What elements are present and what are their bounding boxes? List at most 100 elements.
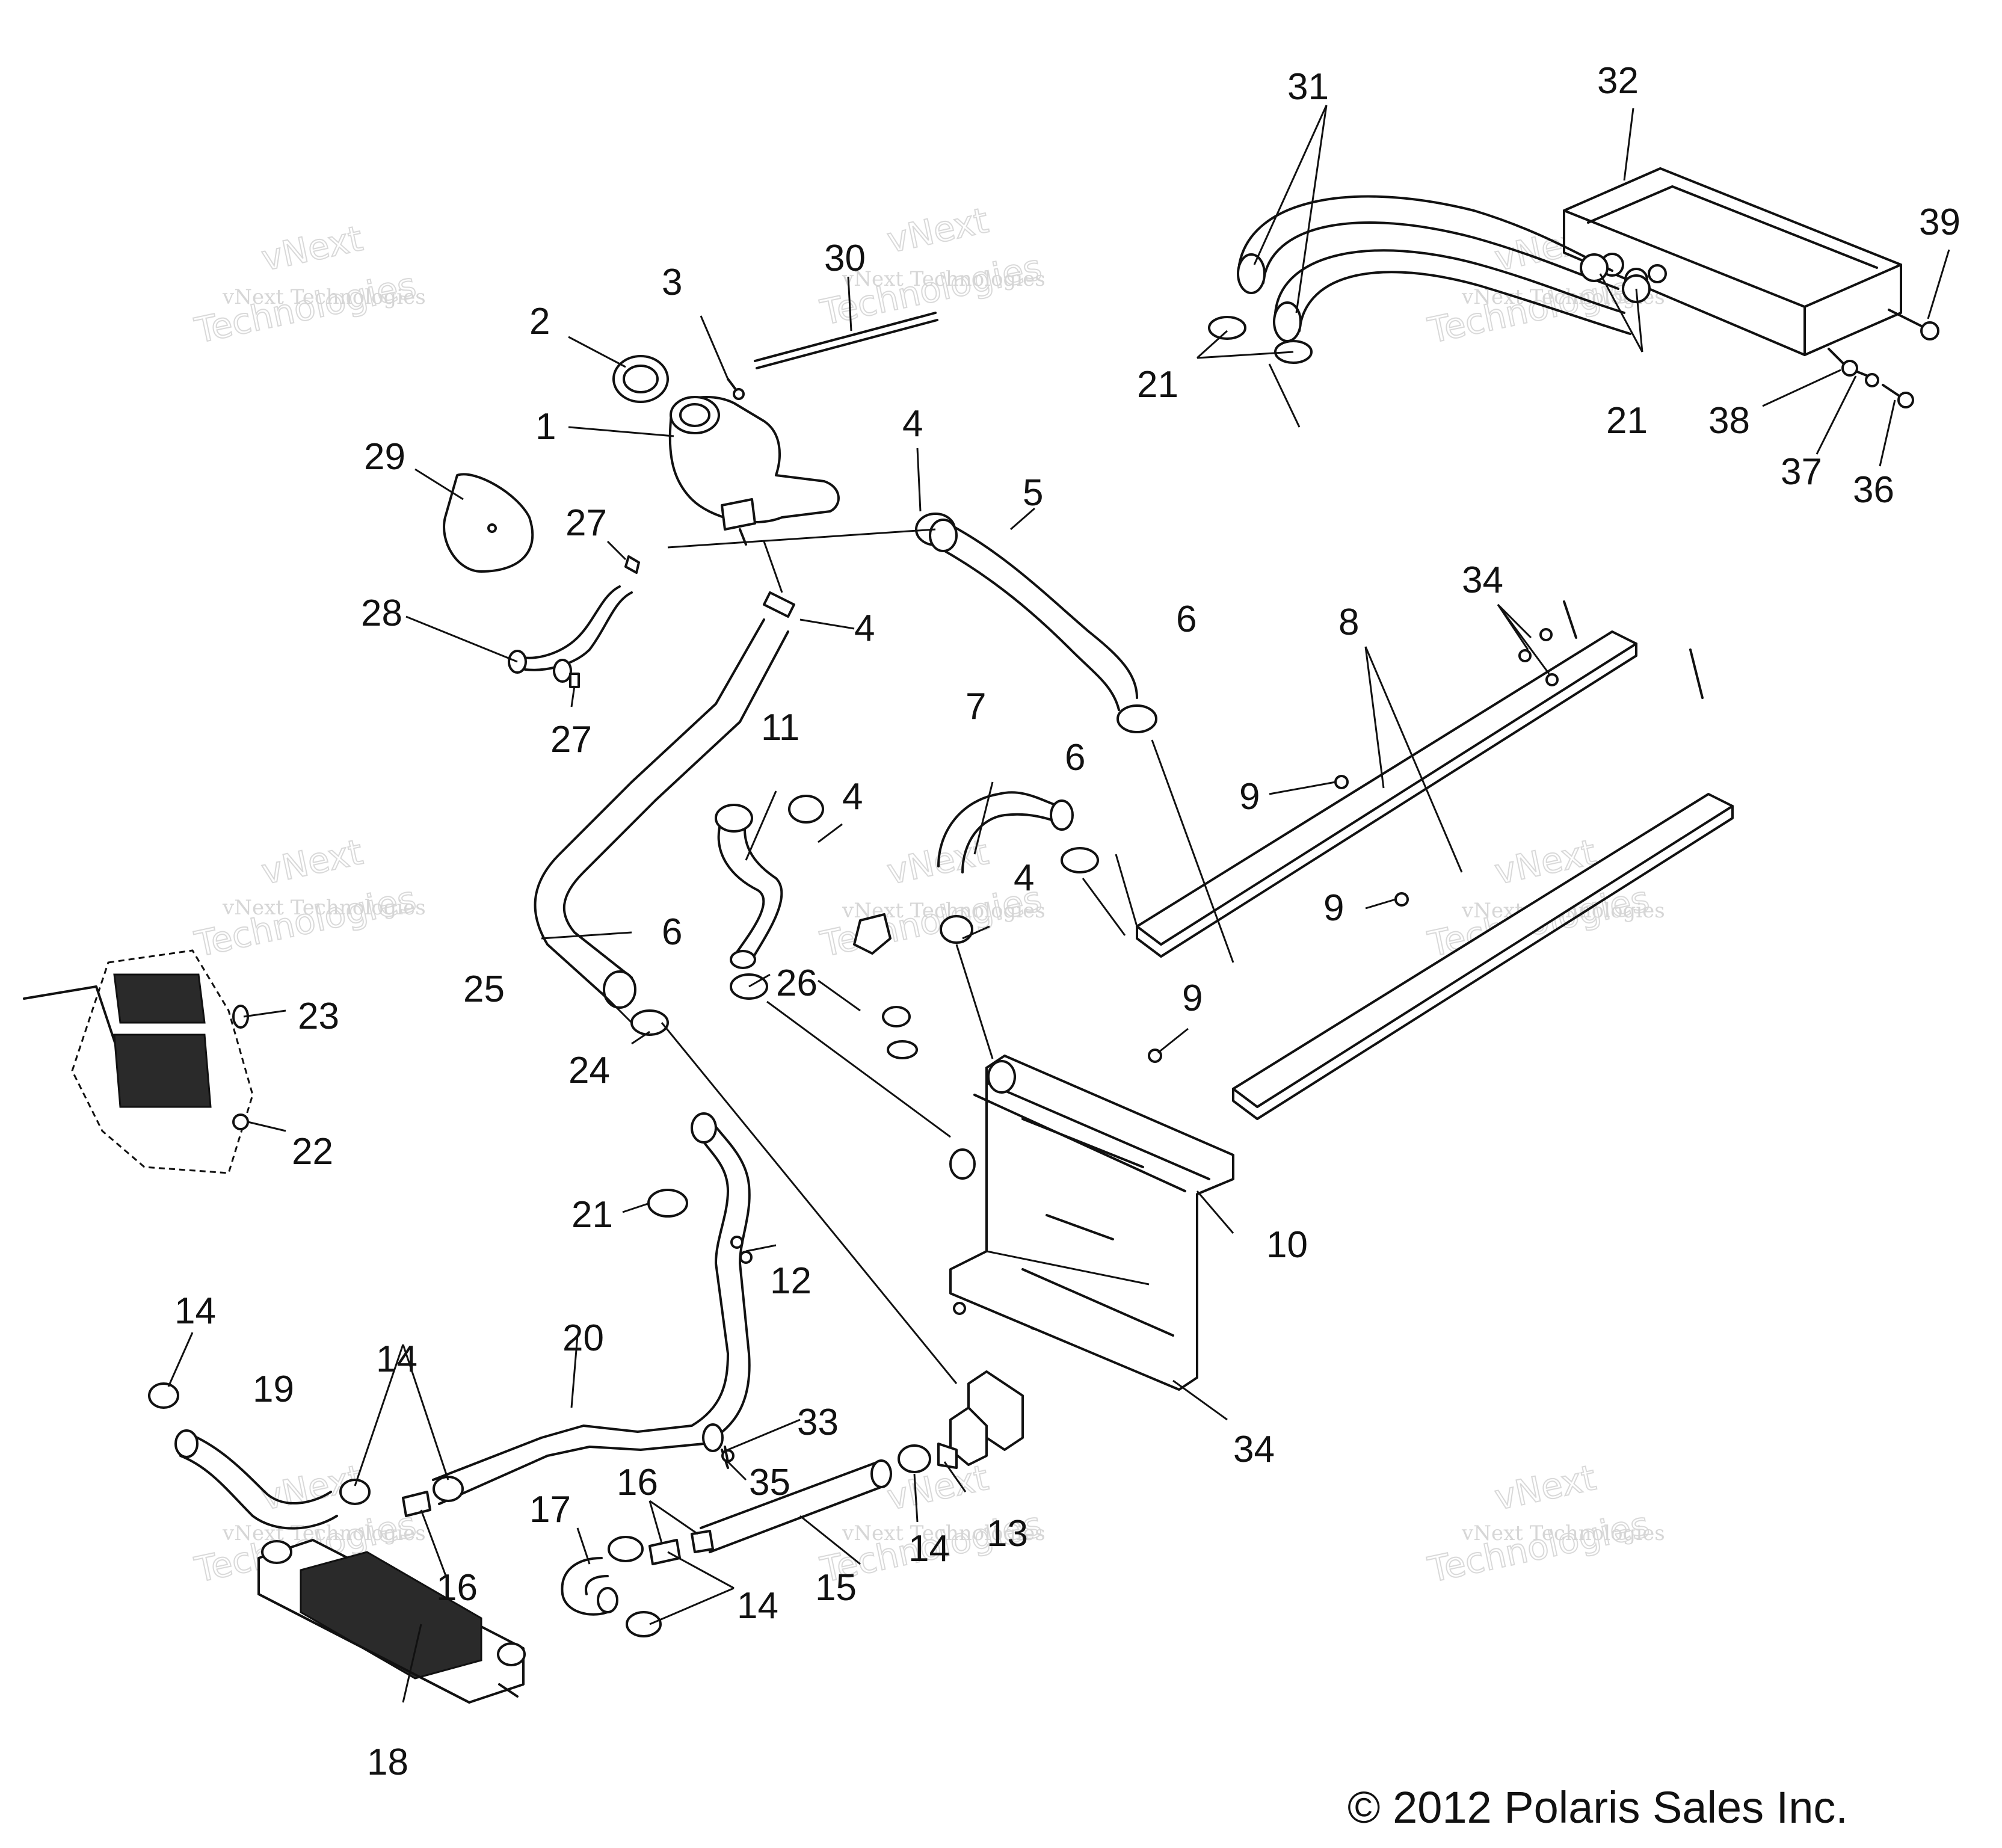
callout-19: 19 xyxy=(253,1369,294,1410)
callout-14: 14 xyxy=(174,1290,216,1332)
long-lower-hose xyxy=(534,618,789,1009)
radiator-hose-7 xyxy=(937,791,1074,873)
callout-6: 6 xyxy=(1176,599,1197,640)
elbow-hose-17 xyxy=(561,1557,618,1616)
bypass-hose xyxy=(715,804,783,969)
svg-text:vNext: vNext xyxy=(884,200,992,261)
callout-39: 39 xyxy=(1919,202,1960,243)
callout-6c: 6 xyxy=(662,911,682,953)
hose-clamps-heater xyxy=(1208,253,1651,364)
hose-clamp-21 xyxy=(647,1189,688,1218)
radiator-assembly xyxy=(949,1055,1234,1391)
callout-25: 25 xyxy=(463,969,505,1010)
overflow-hose xyxy=(508,585,633,683)
heater-hose-19 xyxy=(174,1429,338,1530)
hose-clamps-6 xyxy=(730,704,1157,1000)
svg-text:Technologies: Technologies xyxy=(1424,1504,1653,1591)
svg-text:vNext: vNext xyxy=(258,831,366,893)
heater-core-box xyxy=(1563,167,1902,374)
callout-22: 22 xyxy=(292,1131,333,1172)
callout-1: 1 xyxy=(535,406,556,448)
svg-text:vNext Technologies: vNext Technologies xyxy=(222,896,426,920)
callout-13: 13 xyxy=(987,1513,1028,1554)
water-valve xyxy=(937,1370,1024,1469)
callout-14d: 14 xyxy=(737,1585,778,1627)
callout-9c: 9 xyxy=(1182,978,1203,1019)
svg-text:vNext Technologies: vNext Technologies xyxy=(842,267,1046,291)
callout-34b: 34 xyxy=(1233,1429,1275,1470)
callout-35: 35 xyxy=(749,1462,790,1503)
callout-23: 23 xyxy=(298,996,339,1037)
callout-30: 30 xyxy=(824,238,866,279)
callout-11: 11 xyxy=(761,707,799,748)
callout-16b: 16 xyxy=(436,1567,478,1609)
callout-4d: 4 xyxy=(1014,857,1034,899)
callout-37: 37 xyxy=(1781,451,1822,493)
callout-17: 17 xyxy=(529,1489,571,1530)
heater-supply-hose xyxy=(432,1112,753,1505)
watermark: Technologies vNext vNext Technologies xyxy=(191,831,426,966)
hose-clamps-14 xyxy=(148,1382,931,1637)
svg-text:vNext Technologies: vNext Technologies xyxy=(842,1521,1046,1545)
callout-31: 31 xyxy=(1287,66,1329,108)
callout-3: 3 xyxy=(662,262,682,303)
callout-6b: 6 xyxy=(1065,737,1085,778)
callout-32: 32 xyxy=(1597,60,1639,102)
callout-8: 8 xyxy=(1338,602,1359,643)
callout-20: 20 xyxy=(562,1317,604,1359)
bolts-washers xyxy=(1841,309,1939,408)
callout-36: 36 xyxy=(1853,469,1894,511)
watermarks: Technologies vNext vNext Technologies Te… xyxy=(191,199,1665,1591)
heater-return-hose xyxy=(700,1459,892,1553)
callout-5: 5 xyxy=(1023,472,1043,514)
watermark: Technologies vNext vNext Technologies xyxy=(816,831,1046,966)
callout-14c: 14 xyxy=(908,1528,950,1569)
callout-4: 4 xyxy=(902,403,923,445)
callout-34: 34 xyxy=(1462,559,1503,601)
callout-27b: 27 xyxy=(550,719,592,760)
screws-9 xyxy=(1148,775,1409,1063)
coolant-reservoir xyxy=(668,396,840,546)
callout-21c: 21 xyxy=(571,1194,613,1236)
callout-4c: 4 xyxy=(842,776,863,818)
small-clamp-35 xyxy=(721,1446,735,1463)
svg-text:vNext Technologies: vNext Technologies xyxy=(1461,1521,1665,1545)
svg-text:vNext Technologies: vNext Technologies xyxy=(222,285,426,309)
svg-text:Technologies: Technologies xyxy=(191,878,420,965)
callout-28: 28 xyxy=(361,593,402,634)
leader-lines xyxy=(167,105,1950,1703)
watermark: Technologies vNext vNext Technologies xyxy=(1424,1456,1665,1591)
fan-shroud xyxy=(23,949,254,1174)
small-fastener xyxy=(727,378,745,400)
callout-21: 21 xyxy=(1137,364,1178,405)
callout-7: 7 xyxy=(966,686,986,727)
heater-hoses xyxy=(1237,195,1631,342)
callout-21b: 21 xyxy=(1606,400,1648,442)
callout-12: 12 xyxy=(770,1260,812,1302)
callout-15: 15 xyxy=(815,1567,857,1609)
svg-text:vNext Technologies: vNext Technologies xyxy=(222,1521,426,1545)
callout-16: 16 xyxy=(617,1462,658,1503)
thermostat-housing xyxy=(853,913,918,1059)
callout-2: 2 xyxy=(529,301,550,342)
callout-29: 29 xyxy=(364,436,405,478)
upper-radiator-hose xyxy=(929,519,1138,711)
svg-text:vNext: vNext xyxy=(1491,1457,1600,1518)
svg-text:vNext: vNext xyxy=(258,218,366,279)
cooling-tube-rails xyxy=(1136,600,1734,1120)
heat-exchanger xyxy=(257,1539,526,1704)
shroud-piece xyxy=(443,473,534,573)
callout-26: 26 xyxy=(776,962,818,1004)
radiator-cap xyxy=(612,355,669,403)
callout-38: 38 xyxy=(1708,400,1750,442)
callout-4b: 4 xyxy=(854,608,875,649)
callout-27: 27 xyxy=(565,502,607,544)
svg-text:vNext: vNext xyxy=(884,1457,992,1518)
callout-9: 9 xyxy=(1239,776,1260,818)
callout-labels: 1 2 3 4 4 4 4 5 6 6 6 7 8 9 9 9 10 11 12… xyxy=(174,60,1960,1783)
hose-fittings xyxy=(569,555,640,688)
callout-24: 24 xyxy=(568,1050,610,1091)
callout-9b: 9 xyxy=(1323,887,1344,929)
callout-14b: 14 xyxy=(376,1338,417,1380)
